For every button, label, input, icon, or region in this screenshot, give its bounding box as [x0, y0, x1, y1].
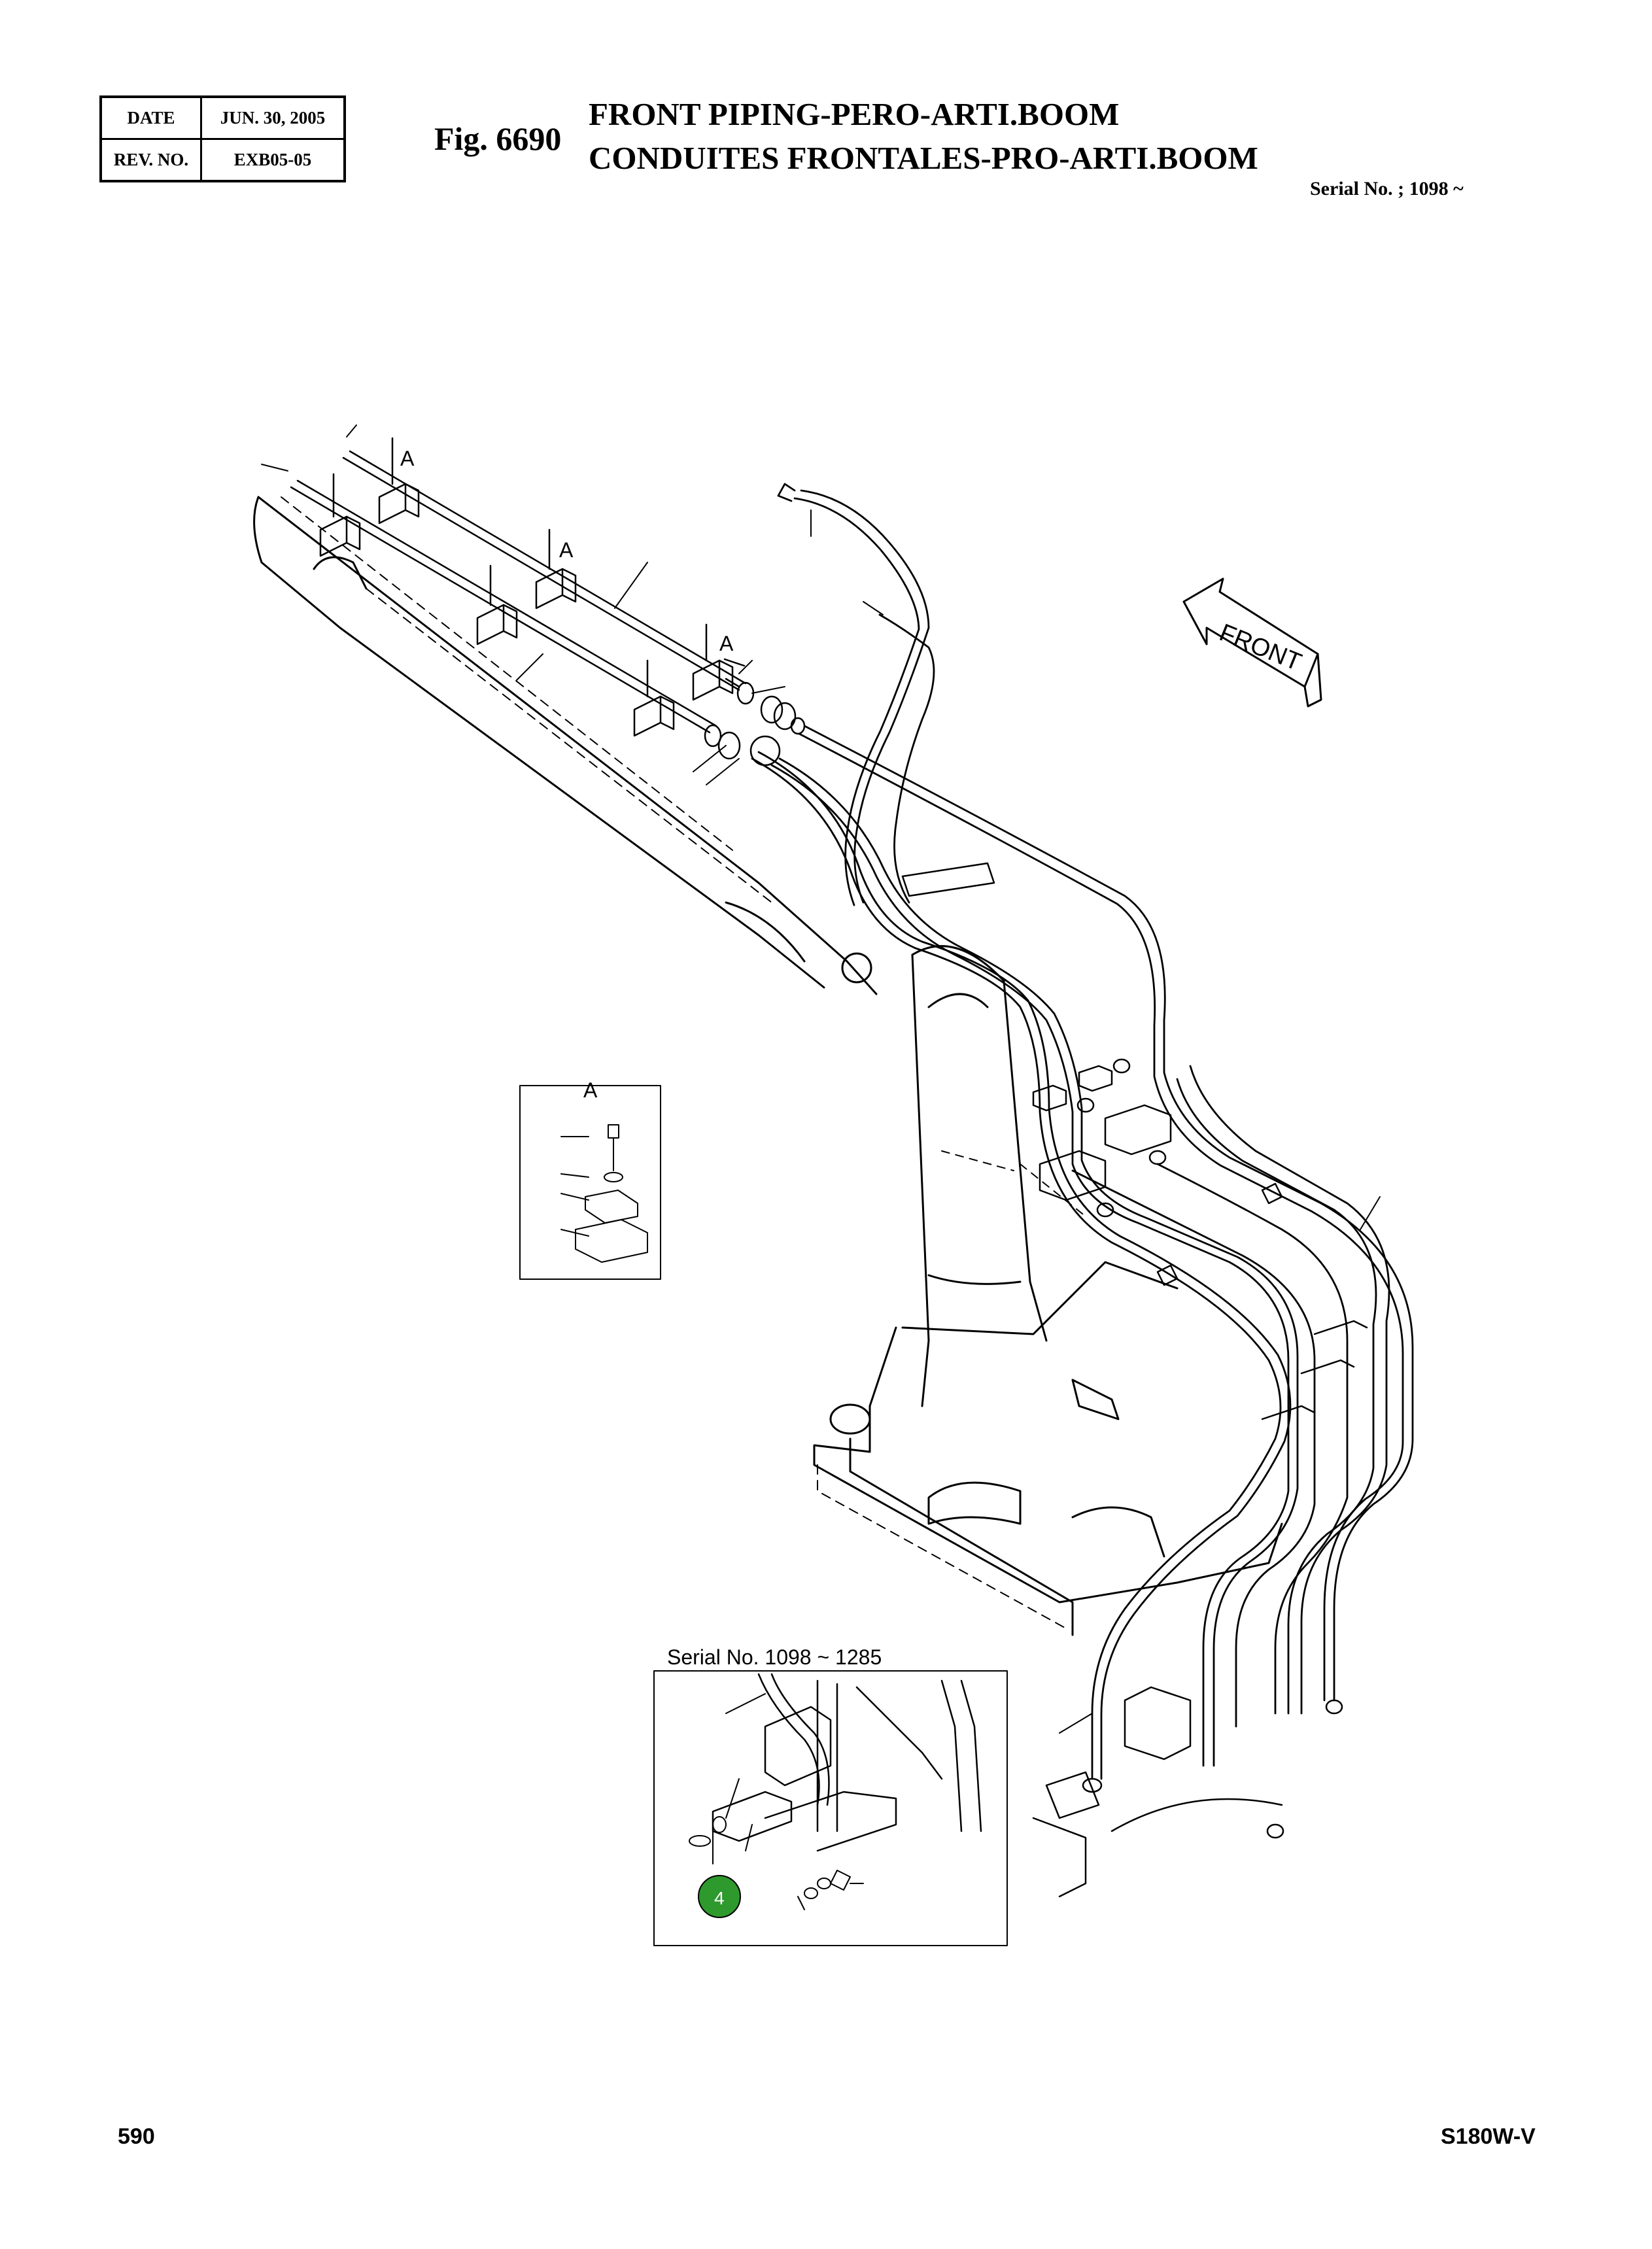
- manifold-blocks: [901, 862, 1368, 1420]
- lower-boom: [911, 945, 1086, 1407]
- detail-a-inset: [519, 1085, 661, 1280]
- base-frame: [813, 1261, 1283, 1636]
- rev-value: EXB05-05: [200, 138, 346, 182]
- detail-a-callout-2: A: [559, 538, 574, 562]
- front-arrow: [1182, 577, 1322, 708]
- revision-info-table: DATE JUN. 30, 2005 REV. NO. EXB05-05: [99, 95, 346, 182]
- pipe-end-fittings: [704, 658, 806, 766]
- bottom-fittings: [1032, 1686, 1343, 1898]
- leader-lines: [261, 424, 1381, 1734]
- upper-pipes: [290, 450, 747, 734]
- title-english: FRONT PIPING-PERO-ARTI.BOOM: [589, 96, 1120, 132]
- serial-number: Serial No. ; 1098 ~: [1310, 178, 1464, 199]
- boom-arm: [253, 496, 878, 995]
- part-callout-4-label: 4: [714, 1888, 725, 1908]
- detail-a-inset-title: A: [583, 1078, 598, 1102]
- page-number: 590: [118, 2124, 155, 2149]
- boom-clamps: [319, 437, 734, 737]
- date-label: DATE: [99, 95, 202, 140]
- date-value: JUN. 30, 2005: [200, 95, 346, 140]
- model-name: S180W-V: [1441, 2124, 1536, 2149]
- detail-a-callout-1: A: [400, 447, 415, 470]
- front-label: FRONT: [1216, 619, 1305, 676]
- top-loop-hose: [777, 483, 935, 906]
- title-french: CONDUITES FRONTALES-PRO-ARTI.BOOM: [589, 140, 1258, 176]
- detail-a-callout-3: A: [719, 632, 734, 655]
- figure-number: Fig. 6690: [434, 120, 562, 157]
- part-callout-4[interactable]: 4: [698, 1875, 741, 1918]
- rev-label: REV. NO.: [99, 138, 202, 182]
- serial-inset: [653, 1670, 1008, 1946]
- main-hoses: [751, 725, 1414, 1780]
- serial-inset-title: Serial No. 1098 ~ 1285: [667, 1645, 882, 1669]
